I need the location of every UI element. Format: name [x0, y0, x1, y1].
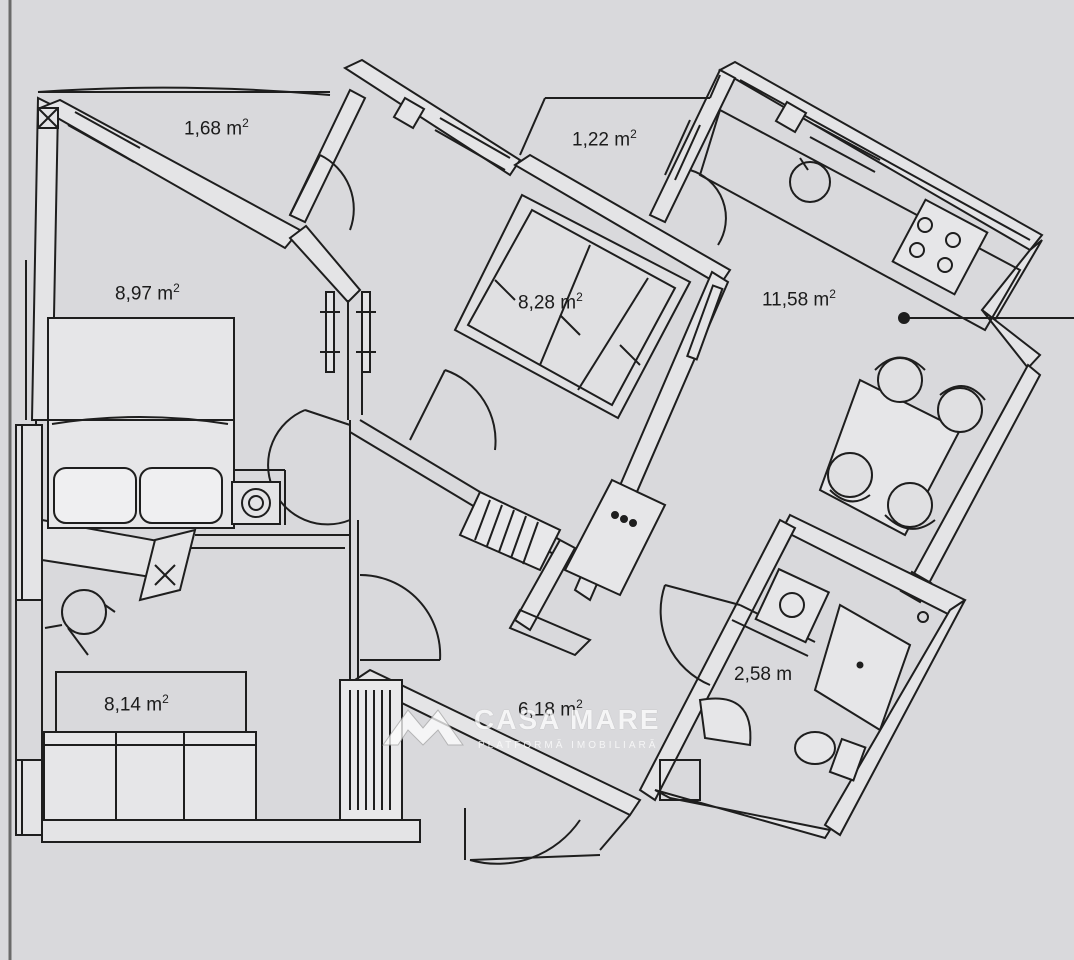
bathroom-walls	[638, 513, 967, 840]
shower-icon	[813, 603, 912, 732]
wall-central-top	[288, 58, 732, 287]
door-swing-icon	[409, 369, 497, 451]
brand-logo-icon	[382, 709, 464, 746]
area-unit: m	[560, 699, 577, 721]
area-exponent: 2	[242, 116, 249, 130]
area-value: 1,68	[184, 118, 221, 140]
stove-icon	[563, 478, 667, 597]
area-label-balcony-right: 1,22 m2	[572, 127, 637, 151]
bed-icon	[47, 317, 235, 529]
window-icon	[320, 291, 376, 373]
area-unit: m	[157, 283, 174, 305]
area-label-bedroom: 8,97 m2	[115, 281, 180, 305]
wall-kitchen-left	[648, 68, 737, 224]
window-icon	[686, 284, 724, 361]
area-label-central-room: 8,28 m2	[518, 290, 583, 314]
area-exponent: 2	[162, 692, 169, 706]
balcony-right	[519, 74, 721, 156]
area-unit: m	[226, 118, 243, 140]
area-value: 1,22	[572, 129, 609, 151]
kitchen-counter	[698, 108, 1022, 332]
area-exponent: 2	[173, 281, 180, 295]
area-value: 8,14	[104, 694, 141, 716]
chair-icon	[884, 482, 936, 530]
cabinet	[508, 608, 592, 657]
wall-bottom	[41, 819, 421, 843]
area-label-kitchen: 11,58 m2	[762, 287, 836, 311]
watermark: CASA MARE PLATFORMĂ IMOBILIARĂ	[378, 700, 708, 760]
door-swing-icon	[659, 584, 741, 686]
wardrobe-icon	[453, 193, 692, 420]
area-value: 8,97	[115, 283, 152, 305]
washing-machine-icon	[754, 567, 831, 644]
area-label-balcony-left: 1,68 m2	[184, 116, 249, 140]
stairs-icon	[339, 679, 403, 821]
area-value: 6,18	[518, 699, 555, 721]
area-label-living: 8,14 m2	[104, 692, 169, 716]
area-unit: m	[813, 289, 830, 311]
watermark-brand: CASA MARE	[474, 704, 661, 735]
area-exponent: 2	[576, 697, 583, 711]
area-value: 2,58	[734, 664, 771, 685]
area-unit: m	[776, 664, 793, 685]
area-exponent: 2	[829, 287, 836, 301]
sofa-icon	[43, 671, 257, 821]
stairs-icon	[458, 490, 562, 572]
wall-kitchen-outer	[717, 60, 1044, 604]
office-chair-icon	[44, 589, 116, 656]
area-exponent: 2	[576, 290, 583, 304]
area-unit: m	[146, 694, 163, 716]
area-label-hall: 6,18 m2	[518, 697, 583, 721]
watermark-tagline: PLATFORMĂ IMOBILIARĂ	[478, 740, 659, 751]
chair-icon	[874, 356, 926, 403]
area-value: 8,28 m	[518, 292, 577, 314]
sink-icon	[698, 697, 752, 747]
door-swing-icon	[469, 819, 601, 865]
area-unit: m	[614, 129, 631, 151]
chair-icon	[827, 452, 873, 503]
area-value: 11,58	[762, 289, 809, 311]
chair-icon	[937, 385, 986, 433]
door-swing-icon	[289, 154, 355, 231]
area-label-bathroom: 2,58 m	[734, 664, 792, 686]
toilet-icon	[794, 731, 867, 782]
boiler-icon	[231, 481, 281, 525]
door-swing-icon	[359, 573, 442, 661]
area-exponent: 2	[630, 127, 637, 141]
pointer-marker	[898, 312, 1074, 324]
